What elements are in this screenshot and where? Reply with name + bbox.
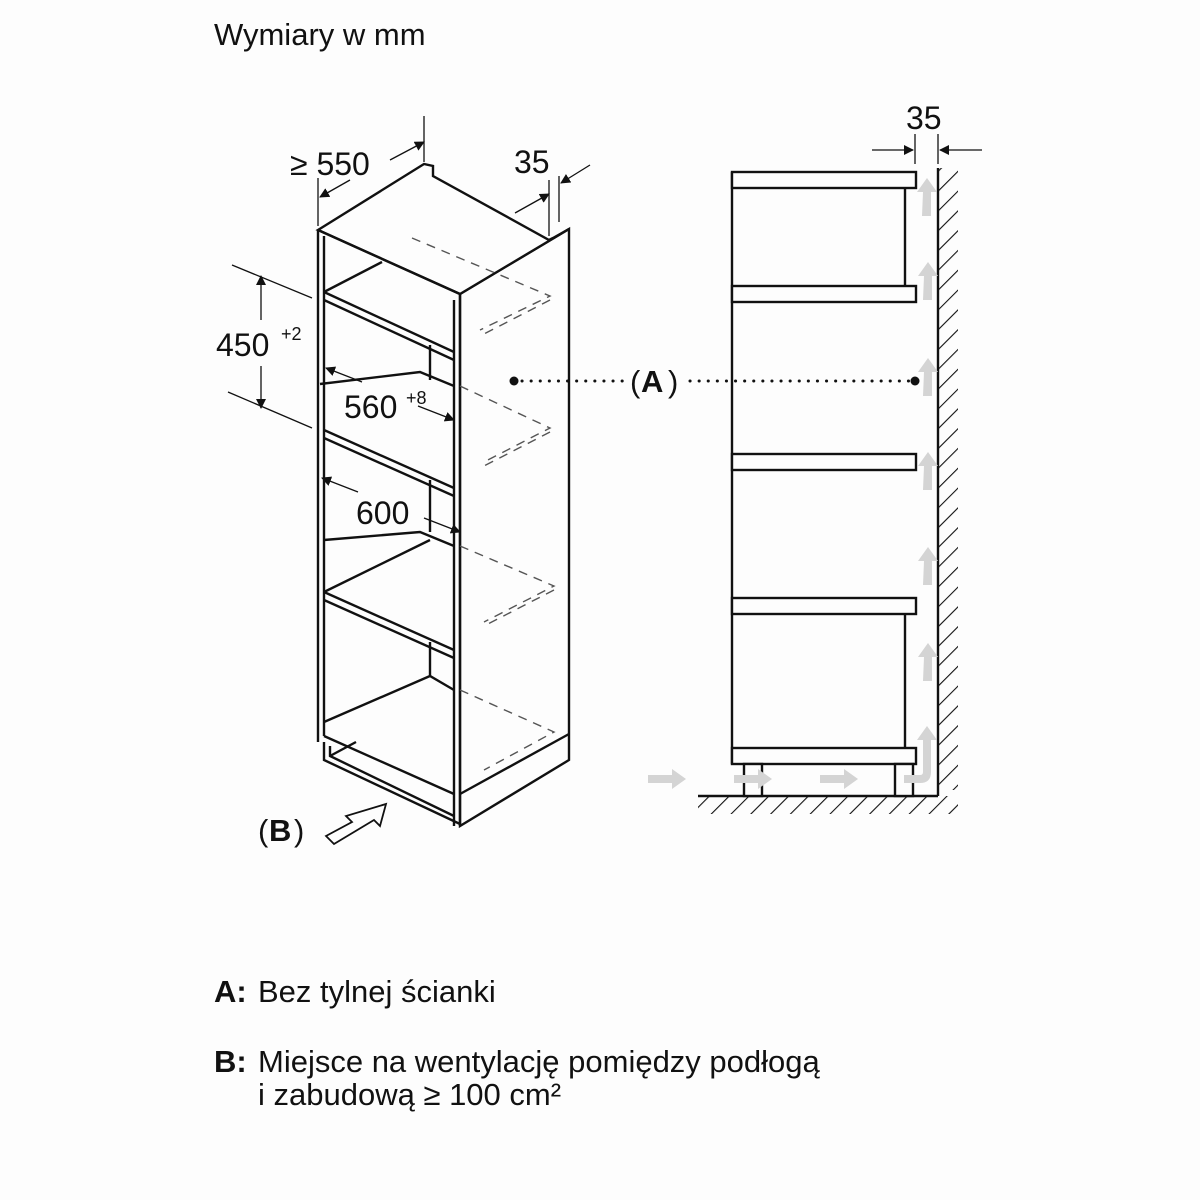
- cabinet-top: [315, 162, 570, 296]
- dim-cabinet-width: 600: [356, 495, 409, 531]
- callout-a-close: ): [668, 364, 678, 399]
- airflow-up-arrow-icon: [918, 547, 938, 585]
- legend-item-a: A: Bez tylnej ścianki: [214, 975, 496, 1008]
- legend-key-a: A:: [214, 974, 247, 1009]
- callout-b-open: (: [258, 813, 269, 848]
- dim-niche-height-tol: +2: [281, 324, 302, 344]
- diagram-title: Wymiary w mm: [214, 17, 426, 52]
- dim-back-gap-iso: 35: [514, 144, 550, 180]
- callout-a-label: A: [641, 364, 663, 399]
- callout-b-close: ): [294, 813, 304, 848]
- airflow-up-arrow-icon: [918, 358, 938, 396]
- airflow-up-arrow-icon: [917, 178, 937, 216]
- legend-key-b: B:: [214, 1044, 247, 1079]
- dim-niche-width: 560: [344, 389, 397, 425]
- airflow-up-arrow-icon: [918, 643, 938, 681]
- legend-text-a: Bez tylnej ścianki: [258, 974, 496, 1009]
- isometric-cabinet: ≥ 550 35 450 +2 560 +8 600 ( B ): [216, 116, 591, 848]
- legend-item-b: B: Miejsce na wentylację pomiędzy podłogą…: [214, 1045, 820, 1111]
- ventilation-inlet-arrow-icon: [324, 802, 388, 846]
- airflow-right-arrow-icon: [820, 769, 858, 789]
- dim-back-gap-side: 35: [906, 100, 942, 136]
- dim-niche-width-tol: +8: [406, 388, 427, 408]
- legend-text-b-line1: Miejsce na wentylację pomiędzy podłogą: [258, 1044, 820, 1079]
- airflow-up-arrow-icon: [918, 262, 938, 300]
- airflow-right-arrow-icon: [648, 769, 686, 789]
- airflow-up-arrow-icon: [918, 452, 938, 490]
- callout-a-leader: ( A ): [509, 364, 920, 399]
- dim-depth: ≥ 550: [290, 146, 370, 182]
- legend-text-b-line2: i zabudową ≥ 100 cm²: [258, 1077, 562, 1112]
- airflow-right-arrow-icon: [734, 769, 772, 789]
- dim-niche-height: 450: [216, 327, 269, 363]
- callout-a-open: (: [630, 364, 641, 399]
- side-section: 35: [648, 100, 982, 814]
- airflow-bend-arrow-icon: [904, 726, 937, 783]
- airflow-arrows: [648, 178, 938, 789]
- callout-b-label: B: [269, 813, 291, 848]
